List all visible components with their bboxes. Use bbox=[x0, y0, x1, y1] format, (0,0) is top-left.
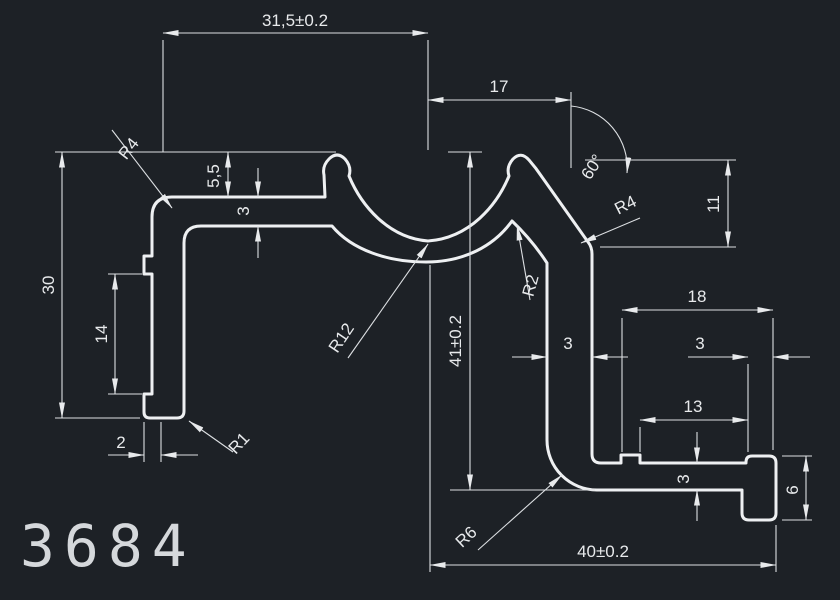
leader-line bbox=[516, 224, 531, 301]
dimension-text: 3 bbox=[695, 334, 704, 353]
leader-line bbox=[111, 129, 173, 209]
dim-2[interactable]: 2 bbox=[108, 422, 198, 462]
profile-outline[interactable] bbox=[142, 153, 778, 522]
dimension-text: 17 bbox=[490, 77, 509, 96]
dim-14[interactable]: 14 bbox=[92, 273, 142, 395]
dimension-text: 31,5±0.2 bbox=[262, 11, 328, 30]
dim-13[interactable]: 13 bbox=[639, 397, 749, 452]
dimension-text: 30 bbox=[39, 276, 58, 295]
dimension-text: 41±0.2 bbox=[446, 315, 465, 367]
dim-r4-right[interactable]: R4 bbox=[580, 192, 641, 244]
dim-11[interactable]: 11 bbox=[585, 159, 736, 248]
dimension-text: R4 bbox=[612, 192, 640, 219]
dim-6[interactable]: 6 bbox=[782, 455, 812, 521]
dim-3-bar[interactable]: 3 bbox=[674, 432, 700, 521]
dim-r2[interactable]: R2 bbox=[516, 224, 543, 301]
dim-r1[interactable]: R1 bbox=[188, 420, 254, 458]
dimension-text: 6 bbox=[783, 485, 802, 494]
extension-lines bbox=[621, 318, 774, 452]
dim-r6[interactable]: R6 bbox=[452, 474, 563, 552]
dimension-text: 3 bbox=[563, 334, 572, 353]
dimension-text: R1 bbox=[225, 429, 254, 458]
extension-lines bbox=[162, 40, 429, 152]
dimension-text: 3 bbox=[674, 474, 693, 483]
extension-lines bbox=[429, 265, 777, 572]
dim-top-width[interactable]: 31,5±0.2 bbox=[162, 11, 429, 152]
dimension-text: R6 bbox=[452, 523, 481, 552]
dimension-text: 40±0.2 bbox=[577, 542, 629, 561]
dim-3-foot[interactable]: 3 bbox=[688, 334, 810, 452]
dim-3-wall[interactable]: 3 bbox=[512, 334, 628, 360]
dim-5-5[interactable]: 5,5 bbox=[55, 151, 336, 198]
dimension-text: 18 bbox=[688, 287, 707, 306]
dimension-text: R2 bbox=[519, 273, 543, 299]
dimension-text: 2 bbox=[116, 433, 125, 452]
dim-60-deg[interactable]: 60° bbox=[570, 105, 632, 183]
dim-bottom-width[interactable]: 40±0.2 bbox=[429, 265, 777, 572]
dimension-text: 3 bbox=[234, 206, 253, 215]
dimension-text: 5,5 bbox=[204, 164, 223, 188]
dim-30[interactable]: 30 bbox=[39, 151, 140, 419]
leader-line bbox=[580, 217, 641, 244]
dimension-text: 13 bbox=[684, 397, 703, 416]
dim-18[interactable]: 18 bbox=[621, 287, 774, 452]
dim-41[interactable]: 41±0.2 bbox=[446, 151, 595, 491]
part-number: 3684 bbox=[20, 512, 196, 580]
extension-lines bbox=[448, 151, 595, 491]
dim-17[interactable]: 17 bbox=[427, 77, 572, 168]
dimension-text: 14 bbox=[92, 325, 111, 344]
dim-3-top-wall[interactable]: 3 bbox=[234, 168, 261, 258]
extension-lines bbox=[585, 159, 736, 248]
extension-lines bbox=[108, 273, 142, 395]
leader-line bbox=[188, 420, 234, 453]
extension-lines bbox=[143, 422, 162, 462]
angle-arc bbox=[570, 105, 632, 174]
leader-line bbox=[347, 243, 429, 359]
dimension-text: 11 bbox=[704, 195, 723, 213]
leader-line bbox=[477, 474, 563, 551]
dimension-text: 60° bbox=[577, 151, 607, 183]
